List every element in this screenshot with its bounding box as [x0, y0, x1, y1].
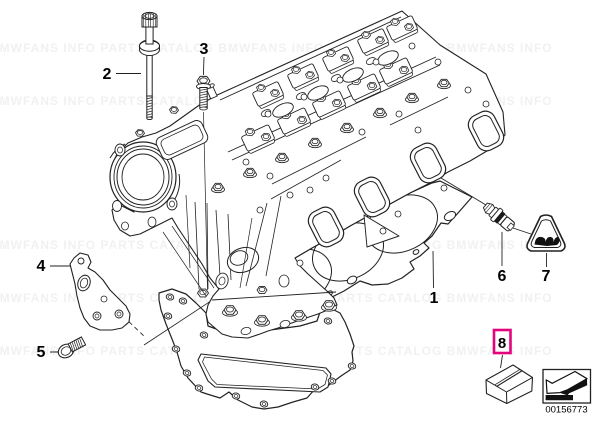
svg-text:4: 4 [37, 258, 46, 275]
svg-text:7: 7 [542, 268, 551, 285]
svg-text:5: 5 [37, 344, 46, 361]
svg-text:1: 1 [430, 290, 439, 307]
svg-text:8: 8 [498, 335, 506, 352]
svg-text:2: 2 [103, 66, 112, 83]
svg-text:3: 3 [200, 41, 209, 58]
svg-text:6: 6 [498, 268, 507, 285]
svg-text:00156773: 00156773 [545, 405, 587, 416]
svg-text:BMWFANS INFO PARTS CATALOG BMW: BMWFANS INFO PARTS CATALOG BMWFANS INFO … [0, 41, 553, 55]
